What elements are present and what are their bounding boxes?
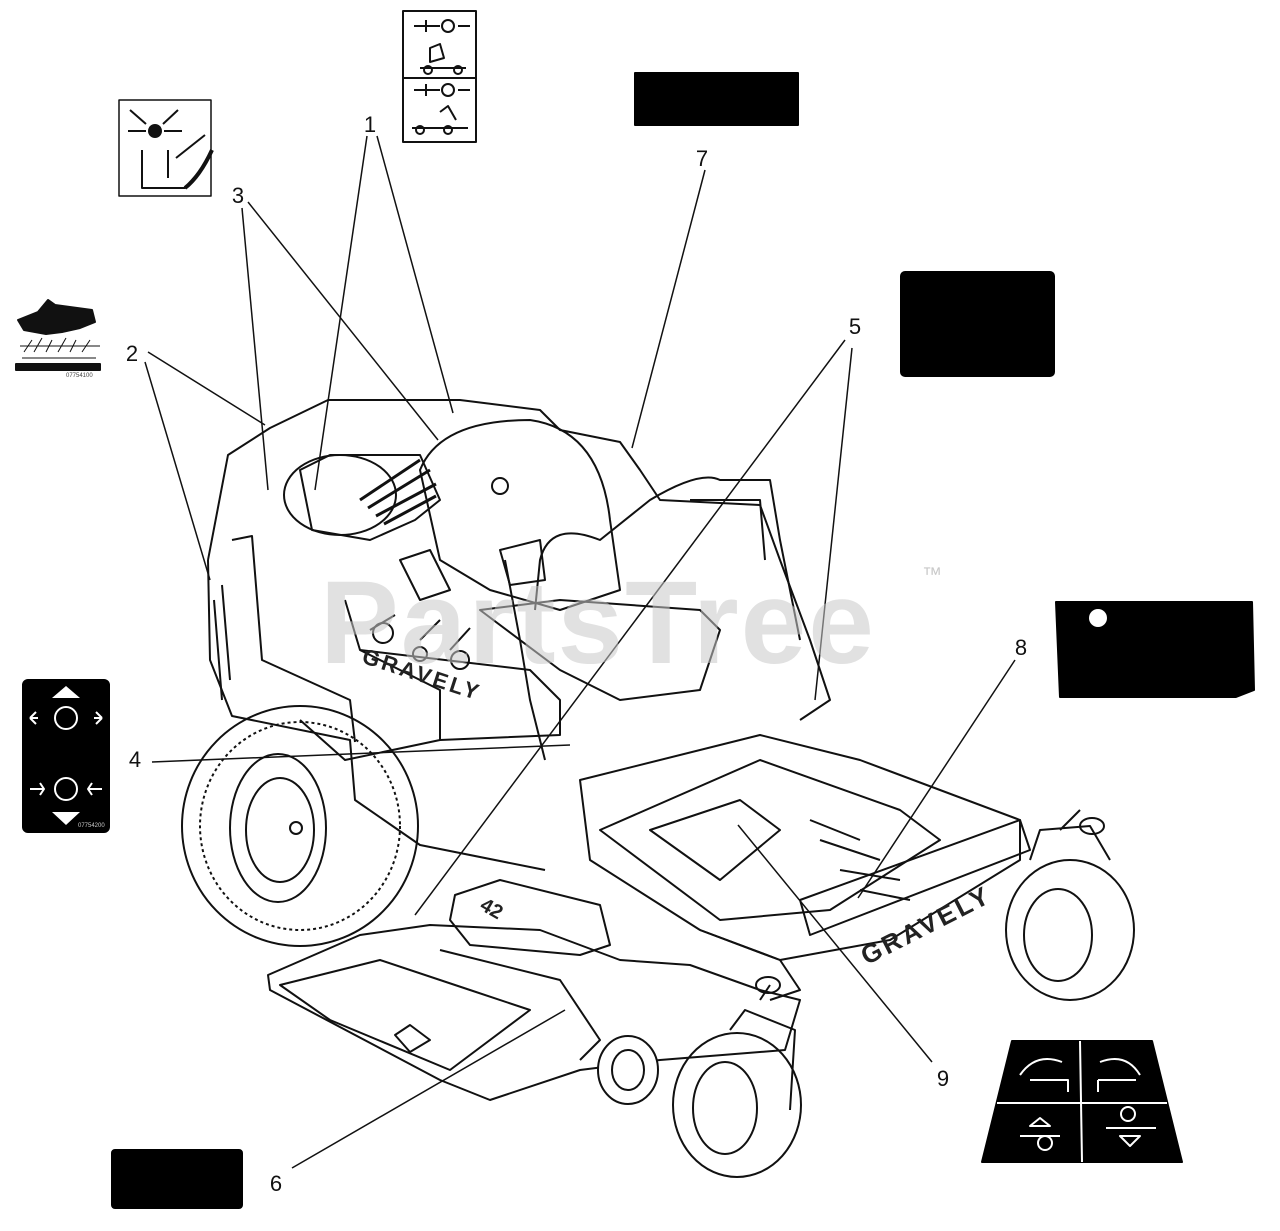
trademark-symbol: ™ <box>922 564 942 586</box>
callout-7[interactable]: 7 <box>695 146 709 171</box>
black-decal-4[interactable] <box>111 1149 243 1209</box>
steering-control-icon[interactable] <box>981 1040 1183 1163</box>
callout-4[interactable]: 4 <box>128 747 142 772</box>
hand-heat-warning-icon[interactable] <box>15 299 101 371</box>
callout-3[interactable]: 3 <box>231 183 245 208</box>
crush-hazard-icon[interactable] <box>118 99 214 197</box>
parking-brake-decal-code: 07754200 <box>78 823 105 829</box>
mower-body <box>181 399 1135 1178</box>
callout-2[interactable]: 2 <box>125 341 139 366</box>
black-decal-2[interactable] <box>900 271 1055 377</box>
callout-9[interactable]: 9 <box>936 1066 950 1091</box>
black-decal-3[interactable] <box>1055 601 1255 698</box>
leader-lines <box>144 135 1016 1169</box>
black-decal-1[interactable] <box>634 72 799 126</box>
hand-heat-decal-code: 07754100 <box>66 373 93 379</box>
seat-safety-icon[interactable] <box>402 10 477 143</box>
watermark: PartsTree <box>320 557 876 689</box>
callout-8[interactable]: 8 <box>1014 635 1028 660</box>
callout-5[interactable]: 5 <box>848 314 862 339</box>
callout-1[interactable]: 1 <box>363 112 377 137</box>
parking-brake-icon[interactable] <box>22 679 110 833</box>
callout-6[interactable]: 6 <box>269 1171 283 1196</box>
